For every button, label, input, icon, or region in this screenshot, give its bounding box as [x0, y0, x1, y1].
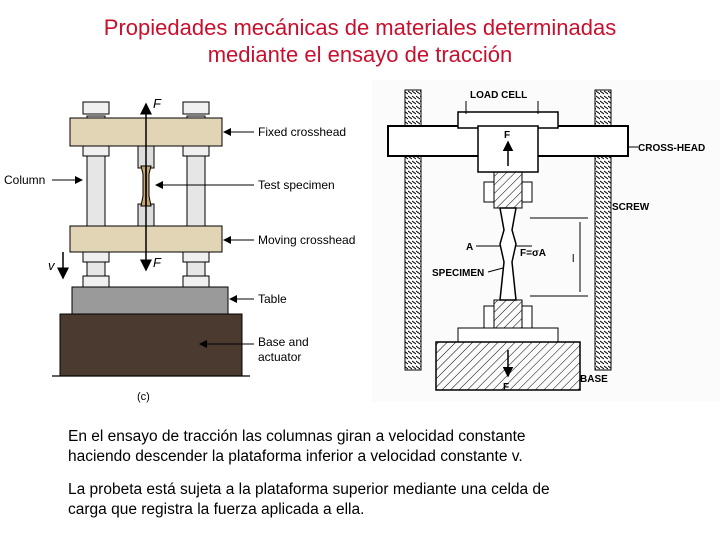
force-top-label: F	[153, 96, 162, 111]
label-screw: SCREW	[612, 202, 650, 213]
diagram-caption: (c)	[137, 391, 150, 403]
table-block	[71, 286, 229, 315]
paragraph-1-line-1: En el ensayo de tracción las columnas gi…	[68, 428, 526, 445]
base-block	[59, 313, 243, 377]
paragraph-1: En el ensayo de tracción las columnas gi…	[68, 427, 668, 466]
force-bottom-label: F	[153, 255, 162, 270]
label-test-specimen: Test specimen	[258, 178, 335, 192]
label-force-top: F	[504, 130, 510, 141]
tensile-machine-diagram: F F v Column Fixed crosshead Test specim…	[4, 96, 355, 403]
left-screw	[404, 89, 422, 371]
slide-title: Propiedades mecánicas de materiales dete…	[0, 14, 720, 68]
title-line-1: Propiedades mecánicas de materiales dete…	[103, 15, 617, 40]
label-load-cell: LOAD CELL	[470, 90, 527, 101]
label-base-line-1: Base and	[258, 335, 309, 349]
title-line-2: mediante el ensayo de tracción	[207, 42, 513, 67]
label-specimen: SPECIMEN	[432, 268, 484, 279]
label-fixed-crosshead: Fixed crosshead	[258, 125, 346, 139]
velocity-label: v	[48, 258, 56, 273]
label-a: A	[466, 242, 473, 253]
paragraph-2-line-1: La probeta está sujeta a la plataforma s…	[68, 481, 550, 498]
label-moving-crosshead: Moving crosshead	[258, 233, 355, 247]
specimen-shape	[499, 207, 517, 301]
paragraph-2: La probeta está sujeta a la plataforma s…	[68, 480, 668, 519]
paragraph-2-line-2: carga que registra la fuerza aplicada a …	[68, 500, 365, 518]
label-cross-head: CROSS-HEAD	[638, 143, 705, 154]
label-force-bottom: F	[503, 382, 509, 393]
label-base-line-2: actuator	[258, 350, 301, 364]
load-frame-diagram: LOAD CELL F F l CROSS-HEAD SCREW A F=σA …	[372, 80, 720, 402]
label-table: Table	[258, 292, 287, 306]
label-f-sigma-a: F=σA	[520, 248, 546, 259]
right-screw	[594, 89, 612, 371]
label-column: Column	[4, 173, 45, 187]
label-base: BASE	[580, 374, 608, 385]
label-gauge-length: l	[572, 253, 574, 265]
paragraph-1-line-2: haciendo descender la plataforma inferio…	[68, 447, 523, 465]
